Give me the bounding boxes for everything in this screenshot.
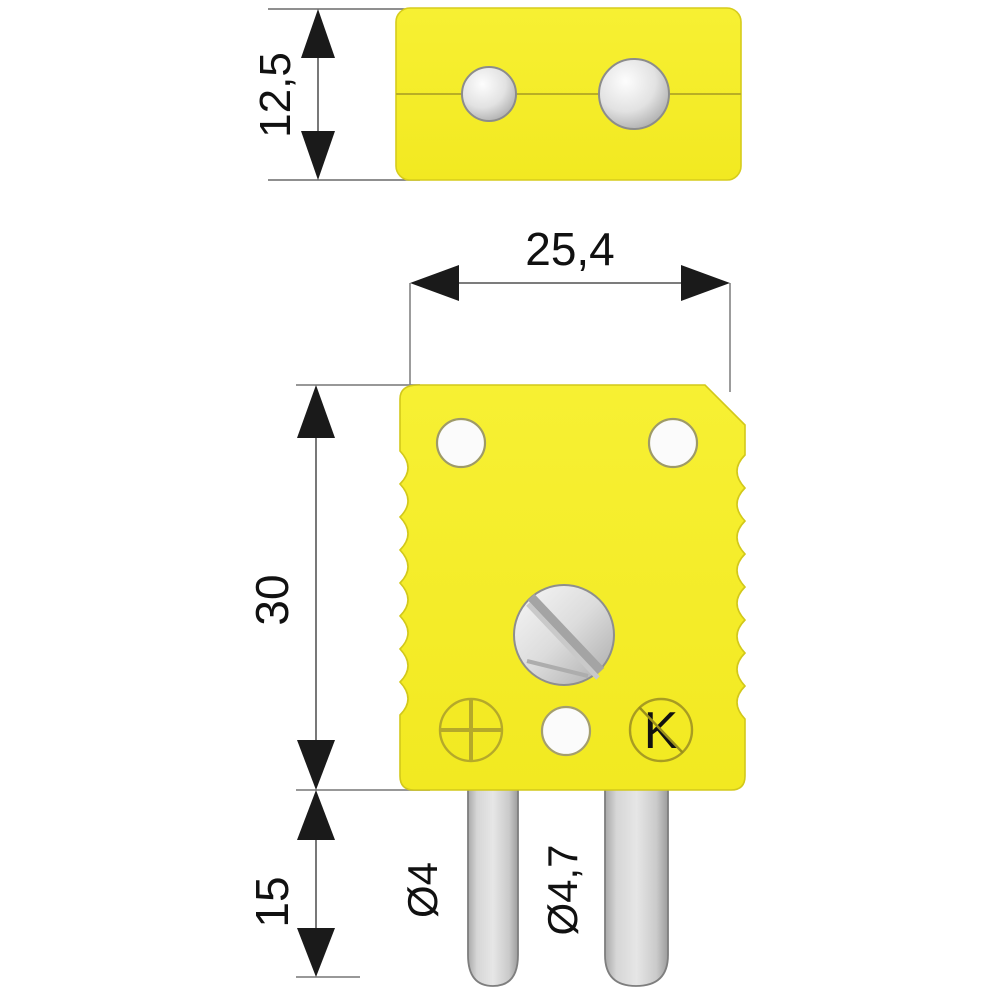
arrowhead-30-up [297,385,335,438]
mounting-hole-right [647,417,699,469]
arrowhead-12-5-down [301,131,335,180]
dimension-label-15: 15 [246,876,298,927]
top-view-pin-hole-small [461,66,517,122]
polarity-plus-marking [438,697,504,763]
pin-positive [604,779,669,987]
screw-head [513,584,615,686]
width-dimension-group: 25,4 [409,223,731,392]
screw-slot-highlight [526,602,600,680]
dimension-label-25-4: 25,4 [525,223,615,275]
screw-slot-line-upper [527,593,605,675]
arrowhead-15-up [297,790,335,840]
type-marking-circle [628,697,694,763]
height-dimension-group: 30 15 [246,384,430,978]
pins-group [467,779,669,987]
dimension-label-30: 30 [246,574,298,625]
arrowhead-25-4-right [681,265,730,301]
mounting-hole-left [435,417,487,469]
arrowhead-30-down [297,740,335,790]
top-view: 12,5 [251,7,742,181]
pin-diameter-label-left: Ø4 [399,862,446,918]
center-bottom-hole [540,705,592,757]
pin-negative [467,779,519,987]
top-view-pin-hole-large [598,58,670,130]
thermocouple-type-k-marking: K [628,697,694,763]
dimension-label-12-5: 12,5 [251,52,300,138]
type-marking-strike [638,706,684,754]
arrowhead-25-4-left [410,265,459,301]
pin-diameter-label-right: Ø4,7 [539,844,586,935]
front-view-body-group: K [398,384,747,791]
screw-slot-line-lower [526,659,589,678]
arrowhead-15-down [297,928,335,977]
arrowhead-12-5-up [301,9,335,58]
